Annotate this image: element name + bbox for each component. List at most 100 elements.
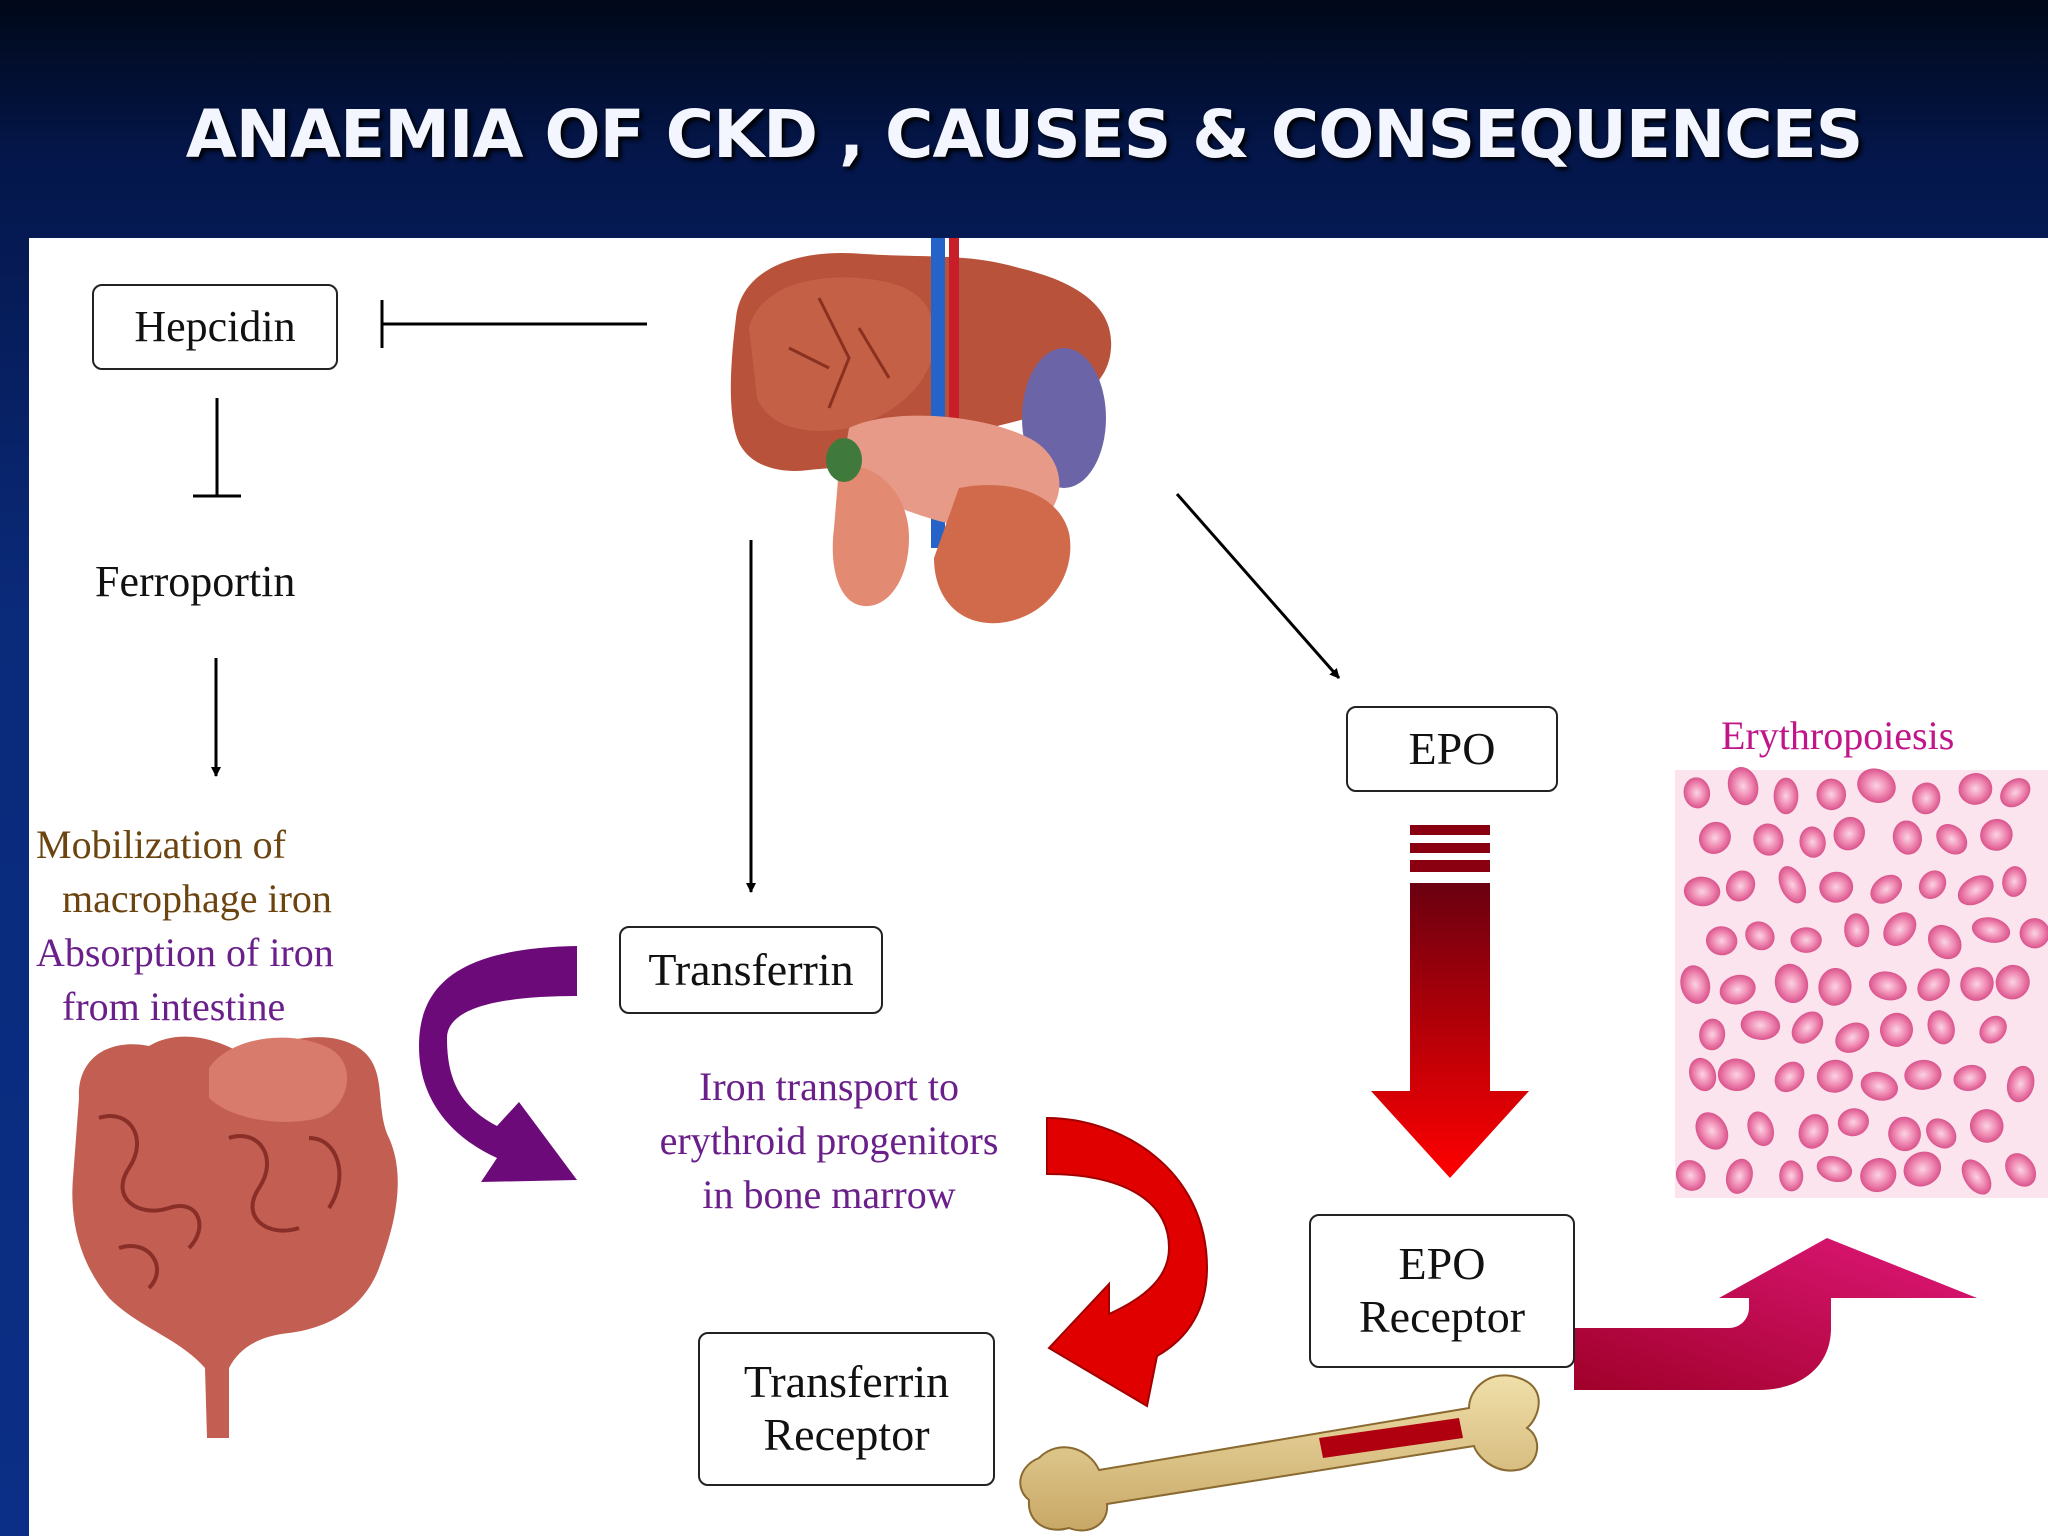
- epo-receptor-box: EPO Receptor: [1309, 1214, 1575, 1368]
- red-blood-cell: [1918, 870, 1947, 900]
- red-blood-cell: [1904, 1059, 1942, 1090]
- absorption-line-1: Absorption of iron: [36, 930, 334, 975]
- red-blood-cell: [2000, 778, 2031, 808]
- red-blood-cell: [1927, 1010, 1955, 1045]
- red-blood-cell: [1774, 1061, 1805, 1093]
- transferrin-receptor-line-1: Transferrin: [743, 1356, 950, 1408]
- epo-label: EPO: [1408, 722, 1496, 774]
- intestine-illustration: [72, 1036, 398, 1438]
- erythropoiesis-label: Erythropoiesis: [1721, 713, 1955, 758]
- iron-transport-line-3: in bone marrow: [702, 1172, 956, 1217]
- red-blood-cell: [1969, 1109, 2004, 1143]
- red-blood-cell: [1980, 818, 2013, 851]
- red-blood-cell: [1927, 924, 1962, 960]
- red-blood-cell: [1936, 824, 1968, 855]
- red-blood-cell: [1868, 971, 1907, 1001]
- red-blood-cell: [1778, 866, 1807, 904]
- hepcidin-label: Hepcidin: [134, 301, 296, 351]
- red-blood-cell: [1958, 773, 1993, 805]
- red-blood-cell: [1979, 1015, 2007, 1044]
- red-blood-cell: [1745, 921, 1775, 951]
- liver-to-epo-arrow: [1175, 493, 1341, 679]
- red-blood-cell: [1683, 777, 1711, 809]
- diagram-canvas: [72, 238, 2048, 1532]
- red-blood-cell: [1725, 870, 1756, 902]
- red-blood-cell: [1683, 876, 1721, 907]
- red-blood-cell: [1857, 768, 1896, 803]
- red-blood-cell: [2019, 918, 2048, 949]
- red-blood-cell: [1719, 974, 1756, 1005]
- transferrin-receptor-box: Transferrin Receptor: [698, 1332, 995, 1486]
- red-blood-cell: [1860, 1071, 1899, 1101]
- red-blood-cell: [1717, 1058, 1756, 1092]
- absorption-label: Absorption of iron from intestine: [36, 926, 334, 1034]
- transferrin-label: Transferrin: [648, 943, 854, 995]
- red-blood-cell: [1883, 912, 1917, 946]
- red-blood-cell: [1888, 1116, 1921, 1152]
- liver-illustration: [730, 238, 1112, 624]
- iron-transport-line-2: erythroid progenitors: [659, 1118, 999, 1163]
- red-blood-cell: [1912, 782, 1941, 815]
- slide-title: ANAEMIA OF CKD , CAUSES & CONSEQUENCES: [185, 96, 1864, 173]
- epo-down-arrow: [1371, 825, 1529, 1178]
- mobilization-line-2: macrophage iron: [62, 876, 332, 921]
- red-blood-cell: [1727, 767, 1759, 806]
- red-blood-cell: [2005, 1153, 2037, 1187]
- red-blood-cell: [1818, 967, 1852, 1006]
- red-blood-cell: [1695, 1112, 1729, 1150]
- red-blood-cell: [1740, 1010, 1781, 1040]
- red-blood-cell: [1798, 1114, 1829, 1149]
- red-blood-cell: [1816, 1156, 1853, 1183]
- red-blood-cell: [1774, 963, 1809, 1004]
- red-blood-cell: [1835, 1022, 1870, 1053]
- red-blood-cell: [1698, 821, 1731, 854]
- red-blood-cell: [1926, 1118, 1957, 1149]
- red-curved-arrow: [1046, 1116, 1209, 1408]
- red-blood-cell: [1799, 826, 1826, 858]
- red-blood-cell: [1957, 875, 1994, 906]
- red-blood-cell: [1860, 1158, 1897, 1193]
- red-blood-cell: [1675, 1160, 1706, 1191]
- epo-box: EPO: [1346, 706, 1558, 792]
- iron-transport-line-1: Iron transport to: [699, 1064, 959, 1109]
- bone-illustration: [1019, 1374, 1540, 1532]
- red-blood-cell: [1953, 1064, 1987, 1091]
- red-blood-cell: [1903, 1151, 1942, 1187]
- red-blood-cell: [1870, 874, 1903, 904]
- red-blood-cell: [1816, 778, 1847, 811]
- red-blood-cell: [1961, 1159, 1992, 1195]
- red-blood-cell: [1791, 1011, 1824, 1044]
- mobilization-label: Mobilization of macrophage iron: [36, 818, 332, 926]
- red-blood-cells-image: [1675, 767, 2048, 1198]
- transferrin-receptor-line-2: Receptor: [763, 1409, 930, 1460]
- liver-to-hepcidin-inhibit-line: [380, 300, 647, 348]
- red-blood-cell: [1705, 926, 1738, 956]
- red-blood-cell: [1879, 1012, 1913, 1047]
- red-blood-cell: [1773, 777, 1799, 815]
- magenta-up-arrow: [1574, 1238, 1977, 1390]
- red-blood-cell: [1844, 913, 1870, 948]
- red-blood-cell: [1680, 965, 1711, 1004]
- epo-receptor-line-2: Receptor: [1358, 1291, 1526, 1342]
- mobilization-line-1: Mobilization of: [36, 822, 286, 867]
- red-blood-cell: [2002, 866, 2027, 897]
- hepcidin-to-ferroportin-inhibit-line: [193, 398, 241, 498]
- red-blood-cell: [1816, 1059, 1853, 1093]
- transferrin-box: Transferrin: [619, 926, 883, 1014]
- red-blood-cell: [1995, 964, 2030, 1000]
- red-blood-cell: [1747, 1111, 1775, 1147]
- red-blood-cell: [1790, 927, 1822, 953]
- red-blood-cell: [1725, 1158, 1753, 1194]
- epo-receptor-line-1: EPO: [1398, 1238, 1486, 1290]
- red-blood-cell: [1699, 1018, 1726, 1051]
- hepcidin-box: Hepcidin: [92, 284, 338, 370]
- red-blood-cell: [1819, 871, 1854, 903]
- red-blood-cell: [1892, 820, 1922, 855]
- red-blood-cell: [2006, 1065, 2035, 1103]
- red-blood-cell: [1688, 1057, 1717, 1092]
- red-blood-cell: [1833, 816, 1865, 851]
- iron-transport-label: Iron transport to erythroid progenitors …: [589, 1060, 1069, 1222]
- red-blood-cell: [1960, 967, 1994, 1001]
- diagram-panel: Hepcidin Ferroportin Mobilization of mac…: [29, 238, 2048, 1536]
- absorption-line-2: from intestine: [62, 984, 286, 1029]
